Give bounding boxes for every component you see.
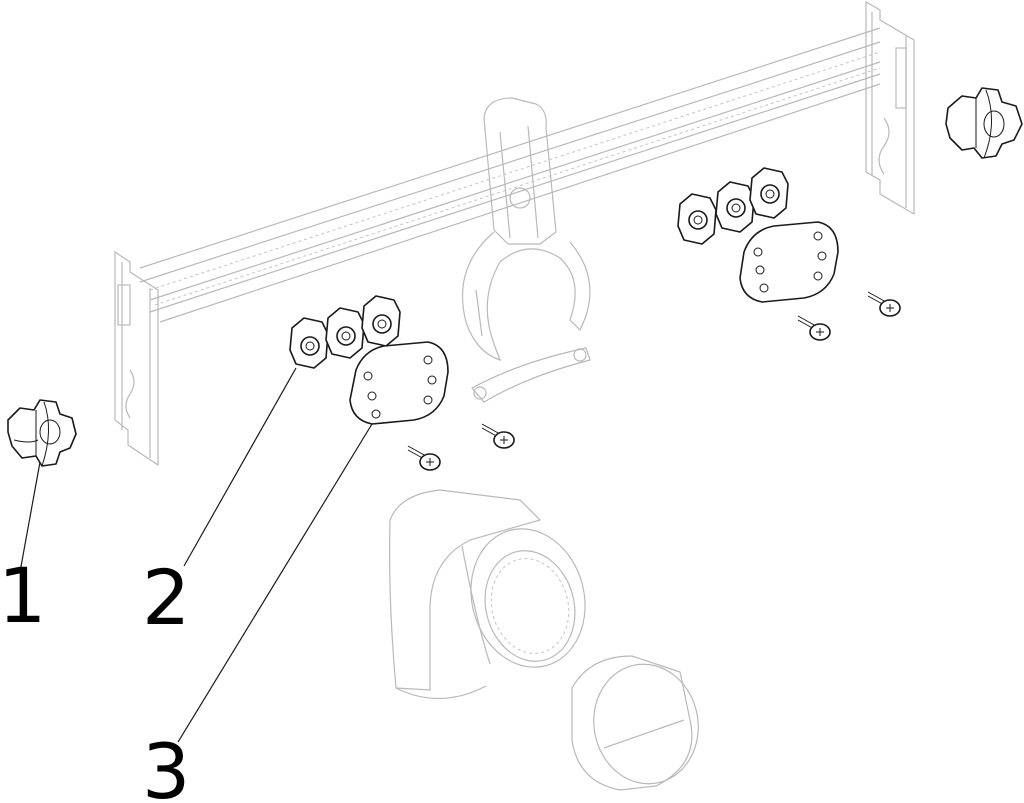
callout-1: 1 bbox=[0, 551, 46, 640]
leader-1 bbox=[19, 461, 41, 573]
frame-left-post bbox=[114, 250, 159, 467]
nut-6 bbox=[749, 167, 789, 219]
pipe-strap bbox=[471, 347, 591, 403]
part-2-nut-cluster-left bbox=[289, 295, 401, 369]
screws bbox=[407, 291, 901, 471]
frame-rails bbox=[139, 27, 881, 323]
elbow-fitting bbox=[389, 489, 586, 700]
nut-4 bbox=[677, 193, 717, 245]
leader-lines bbox=[19, 367, 373, 743]
screw-3 bbox=[797, 315, 831, 341]
callout-2: 2 bbox=[142, 553, 190, 642]
leader-3 bbox=[177, 423, 373, 743]
callout-3: 3 bbox=[142, 727, 190, 803]
screw-4 bbox=[867, 291, 901, 317]
frame-right-post bbox=[865, 0, 915, 216]
part-2-nut-cluster-right bbox=[677, 167, 789, 245]
nut-2 bbox=[325, 307, 365, 359]
part-3-plate-left bbox=[349, 341, 449, 425]
part-3-plate-right bbox=[739, 221, 839, 303]
nut-5 bbox=[715, 181, 755, 233]
leader-2 bbox=[183, 367, 297, 567]
screw-2 bbox=[481, 423, 515, 449]
nut-3 bbox=[361, 295, 401, 347]
pipe-clamp bbox=[461, 97, 591, 361]
part-1-wing-nut-right bbox=[945, 87, 1023, 159]
screw-1 bbox=[407, 445, 441, 471]
mounting-frame bbox=[114, 0, 915, 467]
part-1-wing-nut-left bbox=[7, 399, 77, 467]
nut-1 bbox=[289, 317, 329, 369]
end-cap bbox=[571, 655, 699, 791]
